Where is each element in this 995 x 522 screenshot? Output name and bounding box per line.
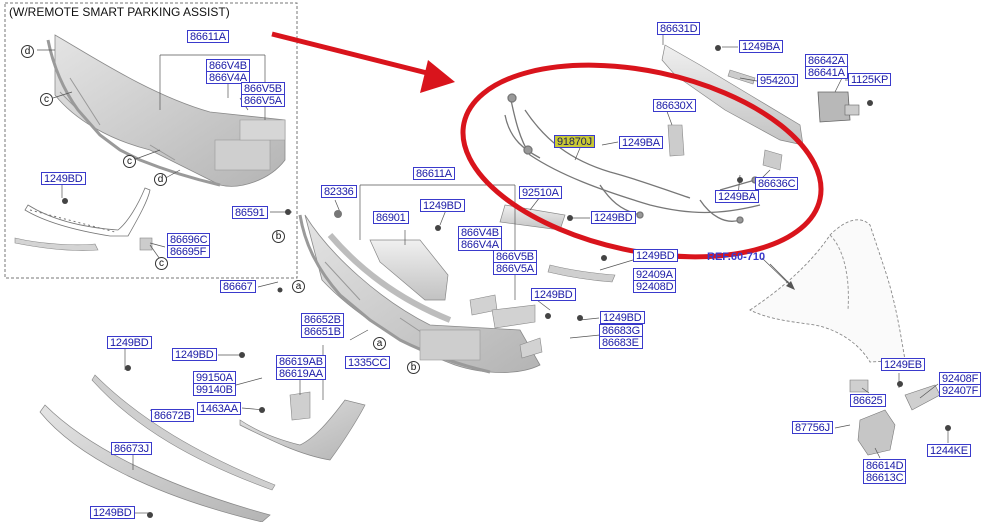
inset-leader-lines — [37, 49, 266, 263]
part-label-1249bd-inset[interactable]: 1249BD — [41, 172, 86, 185]
part-label-92510a[interactable]: 92510A — [519, 186, 562, 199]
front-fender-inner — [749, 219, 906, 363]
part-label-95420j[interactable]: 95420J — [757, 74, 798, 87]
label-group-866v5-inset: 866V5B 866V5A — [241, 82, 285, 107]
part-label-1249bd-e[interactable]: 1249BD — [600, 311, 645, 324]
part-label-99140b[interactable]: 99140B — [193, 383, 236, 396]
inset-bumper-fascia — [46, 34, 286, 187]
part-label-92407f[interactable]: 92407F — [939, 384, 982, 397]
reference-label[interactable]: REF.60-710 — [707, 251, 766, 263]
bracket-small — [667, 69, 783, 171]
label-group-991x: 99150A 99140B — [193, 371, 236, 396]
part-label-86631d[interactable]: 86631D — [657, 22, 701, 35]
fasteners — [62, 45, 951, 518]
part-label-86667[interactable]: 86667 — [220, 280, 256, 293]
part-label-86636c[interactable]: 86636C — [755, 177, 799, 190]
label-group-866v5-main: 866V5B 866V5A — [493, 250, 537, 275]
part-label-86630x[interactable]: 86630X — [653, 99, 696, 112]
part-label-1244ke[interactable]: 1244KE — [927, 444, 971, 457]
part-label-86625[interactable]: 86625 — [850, 394, 886, 407]
ref-arrow — [769, 263, 795, 290]
part-label-1249bd-b[interactable]: 1249BD — [591, 211, 636, 224]
part-label-866v4a[interactable]: 866V4A — [458, 238, 502, 251]
label-group-8664x: 86642A 86641A — [805, 54, 848, 79]
part-label-87756j[interactable]: 87756J — [792, 421, 833, 434]
callout-d-inset-top: d — [21, 45, 34, 58]
callout-a-upper: a — [292, 280, 305, 293]
part-label-86613c[interactable]: 86613C — [863, 471, 907, 484]
part-label-1249eb[interactable]: 1249EB — [881, 358, 925, 371]
label-group-9240x: 92409A 92408D — [633, 268, 677, 293]
label-group-9240x-right: 92408F 92407F — [939, 372, 982, 397]
part-label-1125kp[interactable]: 1125KP — [848, 73, 892, 86]
inset-title: (W/REMOTE SMART PARKING ASSIST) — [9, 5, 230, 19]
part-label-86611a-inset[interactable]: 86611A — [187, 30, 229, 43]
part-label-86591[interactable]: 86591 — [232, 206, 268, 219]
part-label-1249ba-top[interactable]: 1249BA — [739, 40, 783, 53]
label-group-866v4-inset: 866V4B 866V4A — [206, 59, 250, 84]
part-label-92408d[interactable]: 92408D — [633, 280, 677, 293]
callout-c-inset-bottom: c — [155, 257, 168, 270]
label-group-8661x: 86614D 86613C — [863, 459, 907, 484]
part-label-82336[interactable]: 82336 — [321, 185, 357, 198]
inset-lower-garnish — [14, 187, 153, 251]
part-label-86901[interactable]: 86901 — [373, 211, 409, 224]
red-annotation — [271, 31, 824, 260]
part-label-91870j-highlighted[interactable]: 91870J — [554, 135, 595, 148]
part-label-1249bd-h[interactable]: 1249BD — [90, 506, 135, 519]
main-bumper-fascia — [298, 214, 541, 374]
part-label-866v4b[interactable]: 866V4B — [458, 226, 502, 239]
callout-b-upper: b — [272, 230, 285, 243]
part-label-86641a[interactable]: 86641A — [805, 66, 848, 79]
label-group-86683: 86683G 86683E — [599, 324, 643, 349]
callout-d-inset-low: d — [154, 173, 167, 186]
label-group-86619: 86619AB 86619AA — [276, 355, 326, 380]
part-label-1249ba-mid[interactable]: 1249BA — [619, 136, 663, 149]
part-label-86683g[interactable]: 86683G — [599, 324, 643, 337]
part-label-86611a-main[interactable]: 86611A — [413, 167, 455, 180]
lower-trim-strip — [91, 374, 276, 491]
part-label-866v5a[interactable]: 866V5A — [493, 262, 537, 275]
part-label-92408f[interactable]: 92408F — [939, 372, 982, 385]
front-lip-spoiler — [39, 404, 271, 522]
part-label-86619ab[interactable]: 86619AB — [276, 355, 326, 368]
label-group-866v4-main: 866V4B 866V4A — [458, 226, 502, 251]
part-label-866v5b[interactable]: 866V5B — [493, 250, 537, 263]
callout-a-lower: a — [373, 337, 386, 350]
part-label-1249bd-a[interactable]: 1249BD — [420, 199, 465, 212]
part-label-86695f[interactable]: 86695F — [167, 245, 211, 258]
part-label-86619aa[interactable]: 86619AA — [276, 367, 326, 380]
part-label-1335cc[interactable]: 1335CC — [345, 356, 391, 369]
callout-c-inset-mid: c — [123, 155, 136, 168]
part-label-1463aa[interactable]: 1463AA — [197, 402, 241, 415]
label-group-8665x: 86652B 86651B — [301, 313, 344, 338]
part-label-86673j[interactable]: 86673J — [111, 442, 152, 455]
part-label-1249bd-g[interactable]: 1249BD — [172, 348, 217, 361]
part-label-1249bd-f[interactable]: 1249BD — [107, 336, 152, 349]
part-label-866v4a-inset[interactable]: 866V4A — [206, 71, 250, 84]
part-label-866v5a-inset[interactable]: 866V5A — [241, 94, 285, 107]
label-group-8669x: 86696C 86695F — [167, 233, 211, 258]
part-label-1249bd-d[interactable]: 1249BD — [531, 288, 576, 301]
bumper-lower-strip — [547, 264, 616, 283]
part-label-1249bd-c[interactable]: 1249BD — [633, 249, 678, 262]
inset-frame — [4, 2, 298, 279]
part-label-86672b[interactable]: 86672B — [151, 409, 194, 422]
part-label-86642a[interactable]: 86642A — [805, 54, 848, 67]
part-label-86614d[interactable]: 86614D — [863, 459, 907, 472]
fog-lamp-covers — [469, 294, 543, 359]
callout-b-lower: b — [407, 361, 420, 374]
part-label-86651b[interactable]: 86651B — [301, 325, 344, 338]
callout-c-inset-left: c — [40, 93, 53, 106]
part-label-86683e[interactable]: 86683E — [599, 336, 643, 349]
radar-sensor-unit — [817, 91, 860, 123]
energy-absorber-bracket — [369, 239, 449, 301]
skid-plate-lower — [239, 391, 366, 461]
part-label-1249ba-low[interactable]: 1249BA — [715, 190, 759, 203]
bumper-wiring-harness — [504, 93, 761, 224]
